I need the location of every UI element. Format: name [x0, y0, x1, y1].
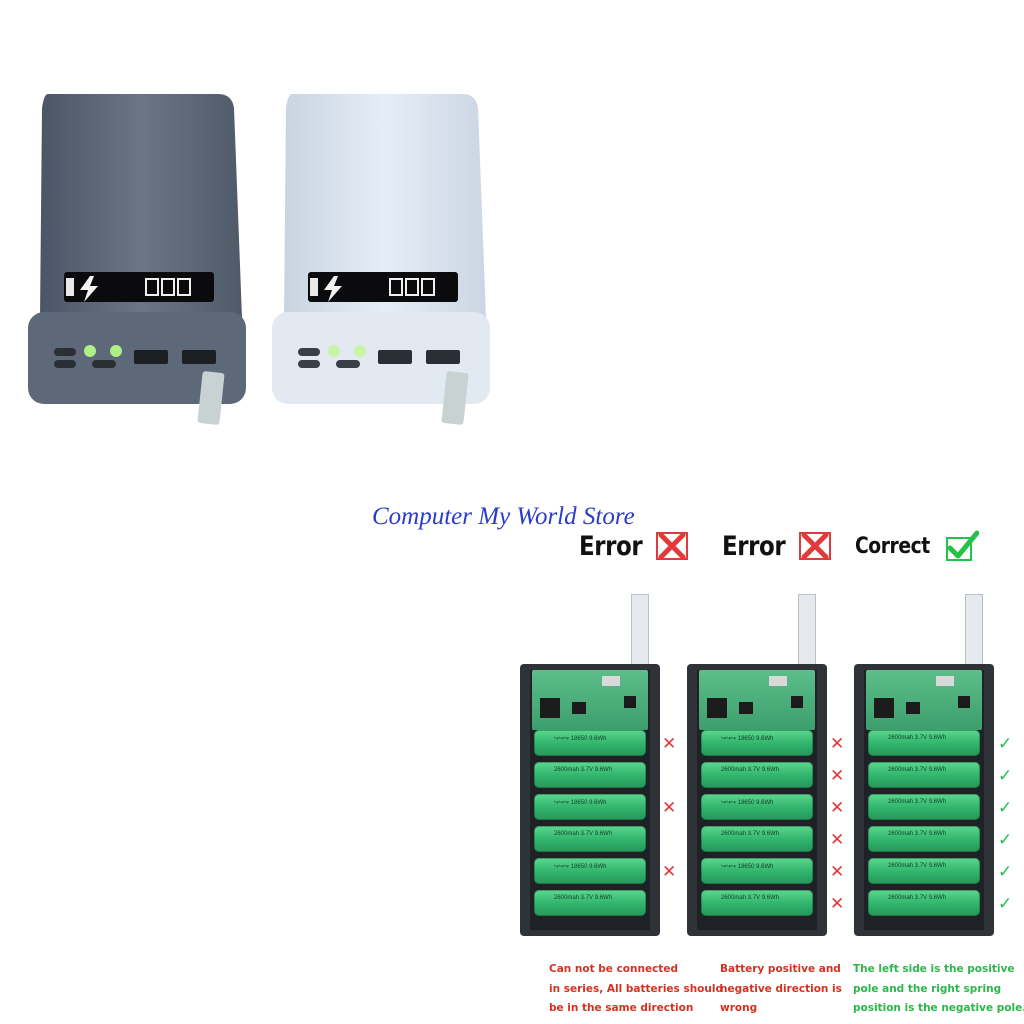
red-x-icon: ✕ [830, 894, 845, 913]
red-x-icon: ✕ [662, 862, 677, 881]
pull-strap [965, 594, 983, 666]
red-x-icon: ✕ [830, 766, 845, 785]
caption-line: pole and the right spring [853, 982, 1002, 995]
caption-line: position is the negative pole. [853, 1002, 1024, 1014]
battery-cell: 2600mah 3.7V 9.6Wh [868, 858, 980, 884]
heading-label: Correct [855, 533, 930, 559]
battery-cell: ↪↪↪ 18650 9.6Wh [701, 794, 813, 820]
cell-label: 2600mah 3.7V 9.6Wh [888, 863, 947, 869]
battery-tray-1: ↪↪↪ 18650 9.6Wh 2600mah 3.7V 9.6Wh ↪↪↪ 186… [520, 664, 660, 936]
cell-label: ↪↪↪ 18650 9.6Wh [554, 736, 607, 742]
cell-label: 2600mah 3.7V 9.6Wh [888, 831, 947, 837]
cell-label: ↪↪↪ 18650 9.6Wh [554, 800, 607, 806]
pull-strap [798, 594, 816, 666]
battery-cell: 2600mah 3.7V 9.6Wh [868, 890, 980, 916]
battery-cell: 2600mah 3.7V 9.6Wh [868, 794, 980, 820]
battery-cell: 2600mah 3.7V 9.6Wh [701, 826, 813, 852]
green-check-icon: ✓ [998, 734, 1013, 753]
cell-label: 2600mah 3.7V 9.6Wh [721, 831, 780, 837]
battery-cell: 2600mah 3.7V 9.6Wh [701, 890, 813, 916]
battery-cell: ↪↪↪ 18650 9.6Wh [701, 730, 813, 756]
cell-label: ↪↪↪ 18650 9.6Wh [721, 864, 774, 870]
red-x-icon: ✕ [830, 798, 845, 817]
cell-label: 2600mah 3.7V 9.6Wh [888, 735, 947, 741]
battery-cell: 2600mah 3.7V 9.6Wh [534, 762, 646, 788]
cell-label: 2600mah 3.7V 9.6Wh [888, 799, 947, 805]
caption-line: in series, All batteries should [549, 982, 723, 995]
dark-power-bank [28, 92, 248, 428]
white-power-bank [272, 92, 492, 428]
circuit-board [532, 670, 648, 730]
cell-label: 2600mah 3.7V 9.6Wh [554, 767, 613, 773]
red-x-icon: ✕ [662, 734, 677, 753]
battery-cell: ↪↪↪ 18650 9.6Wh [534, 794, 646, 820]
battery-cell: ↪↪↪ 18650 9.6Wh [701, 858, 813, 884]
battery-cell: 2600mah 3.7V 9.6Wh [534, 826, 646, 852]
cell-label: 2600mah 3.7V 9.6Wh [554, 895, 613, 901]
green-check-icon: ✓ [998, 894, 1013, 913]
battery-cell: 2600mah 3.7V 9.6Wh [868, 826, 980, 852]
caption-line: The left side is the positive [853, 963, 1015, 975]
caption-line: wrong [720, 1002, 758, 1014]
caption-line: Can not be connected [549, 963, 678, 975]
red-x-icon: ✕ [830, 862, 845, 881]
cell-label: ↪↪↪ 18650 9.6Wh [554, 864, 607, 870]
circuit-board [866, 670, 982, 730]
caption-line: be in the same direction [549, 1002, 694, 1014]
cell-label: 2600mah 3.7V 9.6Wh [554, 831, 613, 837]
red-x-icon: ✕ [662, 798, 677, 817]
green-check-icon: ✓ [998, 798, 1013, 817]
heading-label: Error [722, 530, 786, 562]
heading-correct: Correct [855, 530, 979, 562]
heading-error-1: Error [579, 530, 689, 562]
cell-label: ↪↪↪ 18650 9.6Wh [721, 800, 774, 806]
red-x-icon [656, 532, 689, 560]
green-check-icon [945, 530, 979, 561]
battery-tray-3: 2600mah 3.7V 9.6Wh 2600mah 3.7V 9.6Wh 2600… [854, 664, 994, 936]
battery-cell: ↪↪↪ 18650 9.6Wh [534, 730, 646, 756]
caption-line: negative direction is [720, 982, 842, 995]
caption-error-series: Can not be connected in series, All batt… [549, 960, 723, 1019]
heading-error-2: Error [722, 530, 832, 562]
circuit-board [699, 670, 815, 730]
store-watermark: Computer My World Store [372, 503, 635, 530]
battery-tray-2: ↪↪↪ 18650 9.6Wh 2600mah 3.7V 9.6Wh ↪↪↪ 186… [687, 664, 827, 936]
battery-cell: 2600mah 3.7V 9.6Wh [534, 890, 646, 916]
battery-cell: 2600mah 3.7V 9.6Wh [868, 730, 980, 756]
caption-correct: The left side is the positive pole and t… [853, 960, 1024, 1019]
cell-label: ↪↪↪ 18650 9.6Wh [721, 736, 774, 742]
caption-error-direction: Battery positive and negative direction … [720, 960, 890, 1019]
battery-cell: 2600mah 3.7V 9.6Wh [701, 762, 813, 788]
red-x-icon: ✕ [830, 830, 845, 849]
battery-cell: 2600mah 3.7V 9.6Wh [868, 762, 980, 788]
red-x-icon: ✕ [830, 734, 845, 753]
cell-label: 2600mah 3.7V 9.6Wh [888, 895, 947, 901]
heading-label: Error [579, 530, 643, 562]
red-x-icon [799, 532, 832, 560]
cell-label: 2600mah 3.7V 9.6Wh [721, 895, 780, 901]
green-check-icon: ✓ [998, 766, 1013, 785]
caption-line: Battery positive and [720, 963, 841, 975]
green-check-icon: ✓ [998, 862, 1013, 881]
green-check-icon: ✓ [998, 830, 1013, 849]
battery-cell: ↪↪↪ 18650 9.6Wh [534, 858, 646, 884]
cell-label: 2600mah 3.7V 9.6Wh [721, 767, 780, 773]
pull-strap [631, 594, 649, 666]
cell-label: 2600mah 3.7V 9.6Wh [888, 767, 947, 773]
